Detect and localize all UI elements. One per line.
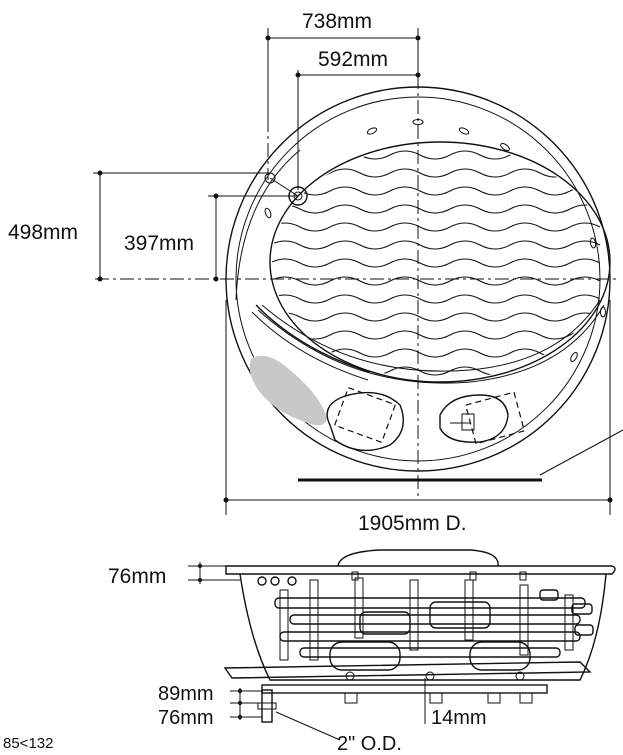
drain-leader [275, 711, 341, 741]
tub-basin [269, 141, 611, 383]
drain-pipe [261, 689, 273, 723]
pump-outline-left [333, 386, 397, 444]
basin-lip [261, 299, 601, 372]
tub-outer-rim [225, 86, 611, 472]
dim-rim: 76mm [108, 565, 166, 588]
side-view: 76mm 89mm 76mm 14mm 2" O.D. [108, 549, 616, 755]
dim-width-inner: 592mm [318, 48, 388, 71]
pump-housing-right [429, 601, 491, 629]
tub-inner-rim [235, 96, 601, 462]
top-view: 738mm 592mm 498mm 397mm 1905mm D. [8, 10, 623, 535]
tub-frame-bottom [261, 684, 548, 694]
dim-height-outer: 498mm [8, 221, 78, 244]
basin-lip-outer [257, 304, 605, 384]
dim-base-top: 89mm [158, 683, 214, 705]
dim-diameter: 1905mm D. [358, 512, 467, 535]
pump-cover-left [326, 391, 404, 452]
pump-motor-right [469, 641, 531, 671]
pump-motor-left [329, 641, 401, 671]
pump-cover-right [439, 394, 509, 443]
water-waves [272, 150, 601, 376]
dim-drain-offset: 14mm [431, 707, 487, 729]
plumbing [257, 571, 594, 704]
dim-base-bottom: 76mm [158, 707, 214, 729]
dim-drain-pipe: 2" O.D. [337, 733, 402, 755]
drawing-code: 85<132 [3, 735, 53, 752]
tub-pillow-side [337, 549, 499, 567]
jets [264, 119, 606, 363]
headrest-shading [249, 355, 327, 426]
dim-height-inner: 397mm [124, 232, 194, 255]
tub-base-platform [223, 661, 592, 679]
tub-deck-edge [235, 149, 301, 301]
leader-line [539, 429, 623, 476]
tub-rim-side [225, 565, 616, 575]
dim-width-outer: 738mm [302, 10, 372, 33]
grab-rail [255, 304, 371, 373]
